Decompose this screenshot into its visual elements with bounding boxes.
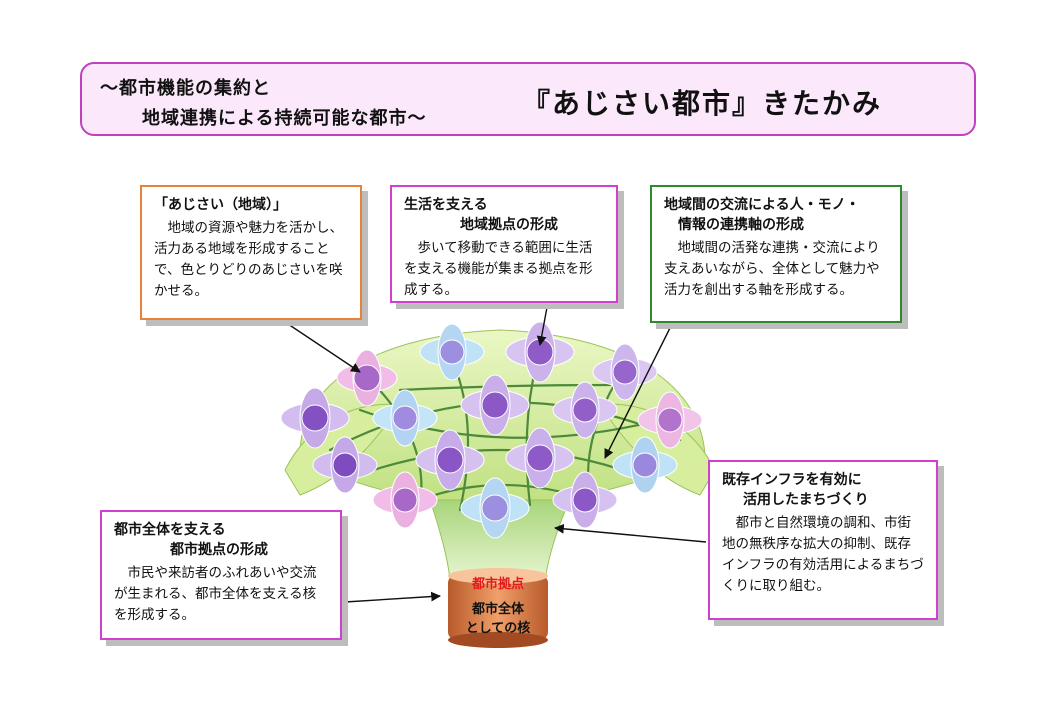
flower-pink	[372, 471, 438, 529]
flower-purple	[280, 387, 350, 449]
trunk-label-line2: としての核	[465, 621, 531, 636]
callout-city-hub-heading1: 都市全体を支える	[114, 522, 226, 538]
callout-local-hub: 生活を支える 地域拠点の形成 歩いて移動できる範囲に生活を支える機能が集まる拠点…	[390, 185, 618, 303]
callout-infra: 既存インフラを有効に 活用したまちづくり 都市と自然環境の調和、市街地の無秩序な…	[708, 460, 938, 620]
flower-blue	[612, 436, 678, 494]
flower-blue	[372, 389, 438, 447]
callout-local-hub-heading2: 地域拠点の形成	[460, 217, 558, 233]
title-banner: ～都市機能の集約と 地域連携による持続可能な都市～ 『あじさい都市』きたかみ	[80, 62, 976, 136]
pointer-arrows	[284, 301, 707, 603]
callout-local-hub-body: 歩いて移動できる範囲に生活を支える機能が集まる拠点を形成する。	[404, 240, 593, 298]
callout-local-hub-heading1: 生活を支える	[404, 197, 488, 213]
trunk-label-city-hub: 都市拠点	[471, 577, 524, 592]
flower-blue	[419, 323, 485, 381]
trunk-core	[448, 568, 548, 648]
banner-subtitle-line2: 地域連携による持続可能な都市～	[142, 108, 427, 129]
callout-region-heading: 「あじさい（地域）」	[154, 197, 287, 213]
flower-purple	[460, 374, 530, 436]
callout-city-hub-heading2: 都市拠点の形成	[170, 542, 268, 558]
flower-blue	[460, 477, 530, 539]
arrow-links	[604, 323, 673, 459]
flower-purple	[415, 429, 485, 491]
banner-subtitle-line1: ～都市機能の集約と	[100, 78, 271, 99]
callout-links-heading2: 情報の連携軸の形成	[678, 217, 804, 233]
arrow-local-hub	[536, 301, 549, 346]
flower-cluster	[280, 321, 703, 539]
callout-region: 「あじさい（地域）」 地域の資源や魅力を活かし、活力ある地域を形成することで、色…	[140, 185, 362, 320]
callout-city-hub: 都市全体を支える 都市拠点の形成 市民や来訪者のふれあいや交流が生まれる、都市全…	[100, 510, 342, 640]
flower-purple	[505, 427, 575, 489]
callout-links: 地域間の交流による人・モノ・ 情報の連携軸の形成 地域間の活発な連携・交流により…	[650, 185, 902, 323]
trunk-label-line1: 都市全体	[471, 602, 524, 617]
flower-purple	[505, 321, 575, 383]
banner-main-title: 『あじさい都市』きたかみ	[522, 87, 883, 120]
flower-purple	[552, 381, 618, 439]
callout-region-body: 地域の資源や魅力を活かし、活力ある地域を形成することで、色とりどりのあじさいを咲…	[154, 220, 343, 299]
trunk-label-core: 都市全体 としての核	[440, 600, 556, 638]
flower-pink	[637, 391, 703, 449]
callout-links-heading1: 地域間の交流による人・モノ・	[664, 197, 860, 213]
callout-city-hub-body: 市民や来訪者のふれあいや交流が生まれる、都市全体を支える核を形成する。	[114, 565, 317, 623]
flower-purple	[312, 436, 378, 494]
flower-purple	[552, 471, 618, 529]
callout-links-body: 地域間の活発な連携・交流により支えあいながら、全体として魅力や活力を創出する軸を…	[664, 240, 880, 298]
flower-purple	[592, 343, 658, 401]
callout-infra-heading2: 活用したまちづくり	[743, 492, 869, 508]
arrow-city-hub	[344, 591, 441, 603]
callout-infra-body: 都市と自然環境の調和、市街地の無秩序な拡大の抑制、既存インフラの有効活用によるま…	[722, 515, 924, 594]
arrow-infra	[554, 523, 707, 543]
callout-infra-heading1: 既存インフラを有効に	[722, 472, 862, 488]
arrow-region	[284, 321, 361, 373]
